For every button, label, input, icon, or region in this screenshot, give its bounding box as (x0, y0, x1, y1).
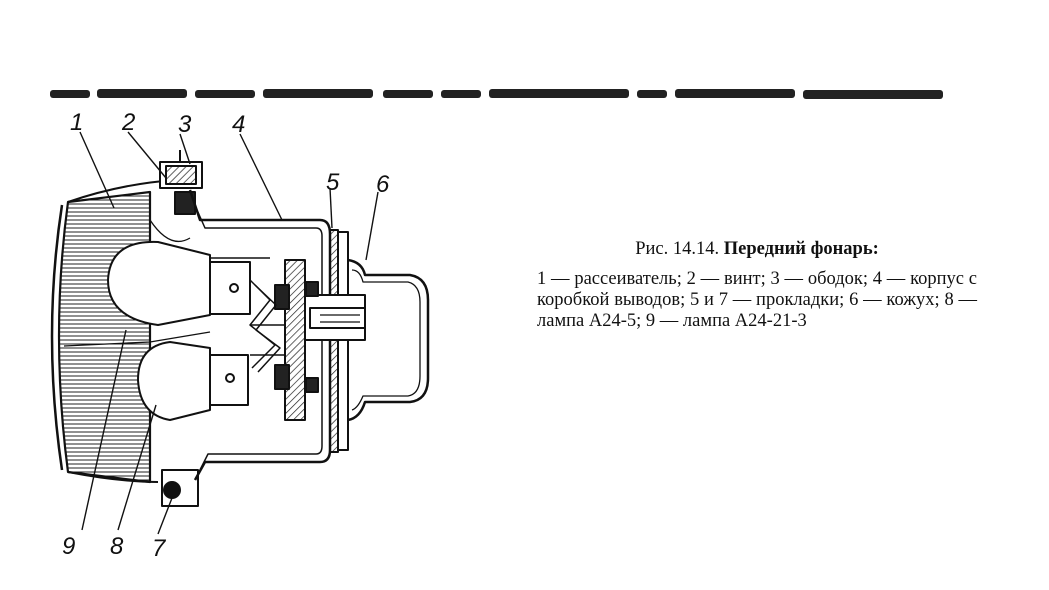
caption-prefix: Рис. 14.14. (635, 239, 720, 259)
figure-caption: Рис. 14.14. Передний фонарь: 1 — рассеив… (537, 238, 977, 332)
lamp-cross-section-drawing: 1 2 3 4 5 6 7 8 9 (50, 110, 430, 562)
terminal-block (274, 259, 366, 421)
caption-title: Передний фонарь: (723, 239, 879, 259)
callout-9: 9 (62, 533, 75, 560)
rim-bottom (161, 469, 199, 507)
cover (347, 258, 430, 422)
callout-7: 7 (152, 535, 167, 562)
callout-4: 4 (232, 111, 245, 138)
cut-text-fragment (50, 89, 943, 99)
diffuser-lens (50, 179, 181, 484)
caption-body: 1 — рассеиватель; 2 — винт; 3 — ободок; … (537, 269, 977, 331)
spring-contacts (249, 279, 285, 373)
lamp-upper (107, 240, 270, 326)
caption-title-line: Рис. 14.14. Передний фонарь: (537, 238, 977, 260)
rim-top (159, 150, 203, 215)
callout-1: 1 (70, 110, 83, 136)
callout-labels: 1 2 3 4 5 6 7 8 9 (62, 110, 390, 562)
callout-3: 3 (178, 111, 192, 138)
callout-5: 5 (326, 169, 340, 196)
callout-6: 6 (376, 171, 390, 198)
callout-2: 2 (121, 110, 135, 136)
leader-lines (79, 131, 379, 535)
lamp-lower (137, 341, 249, 421)
callout-8: 8 (110, 533, 124, 560)
